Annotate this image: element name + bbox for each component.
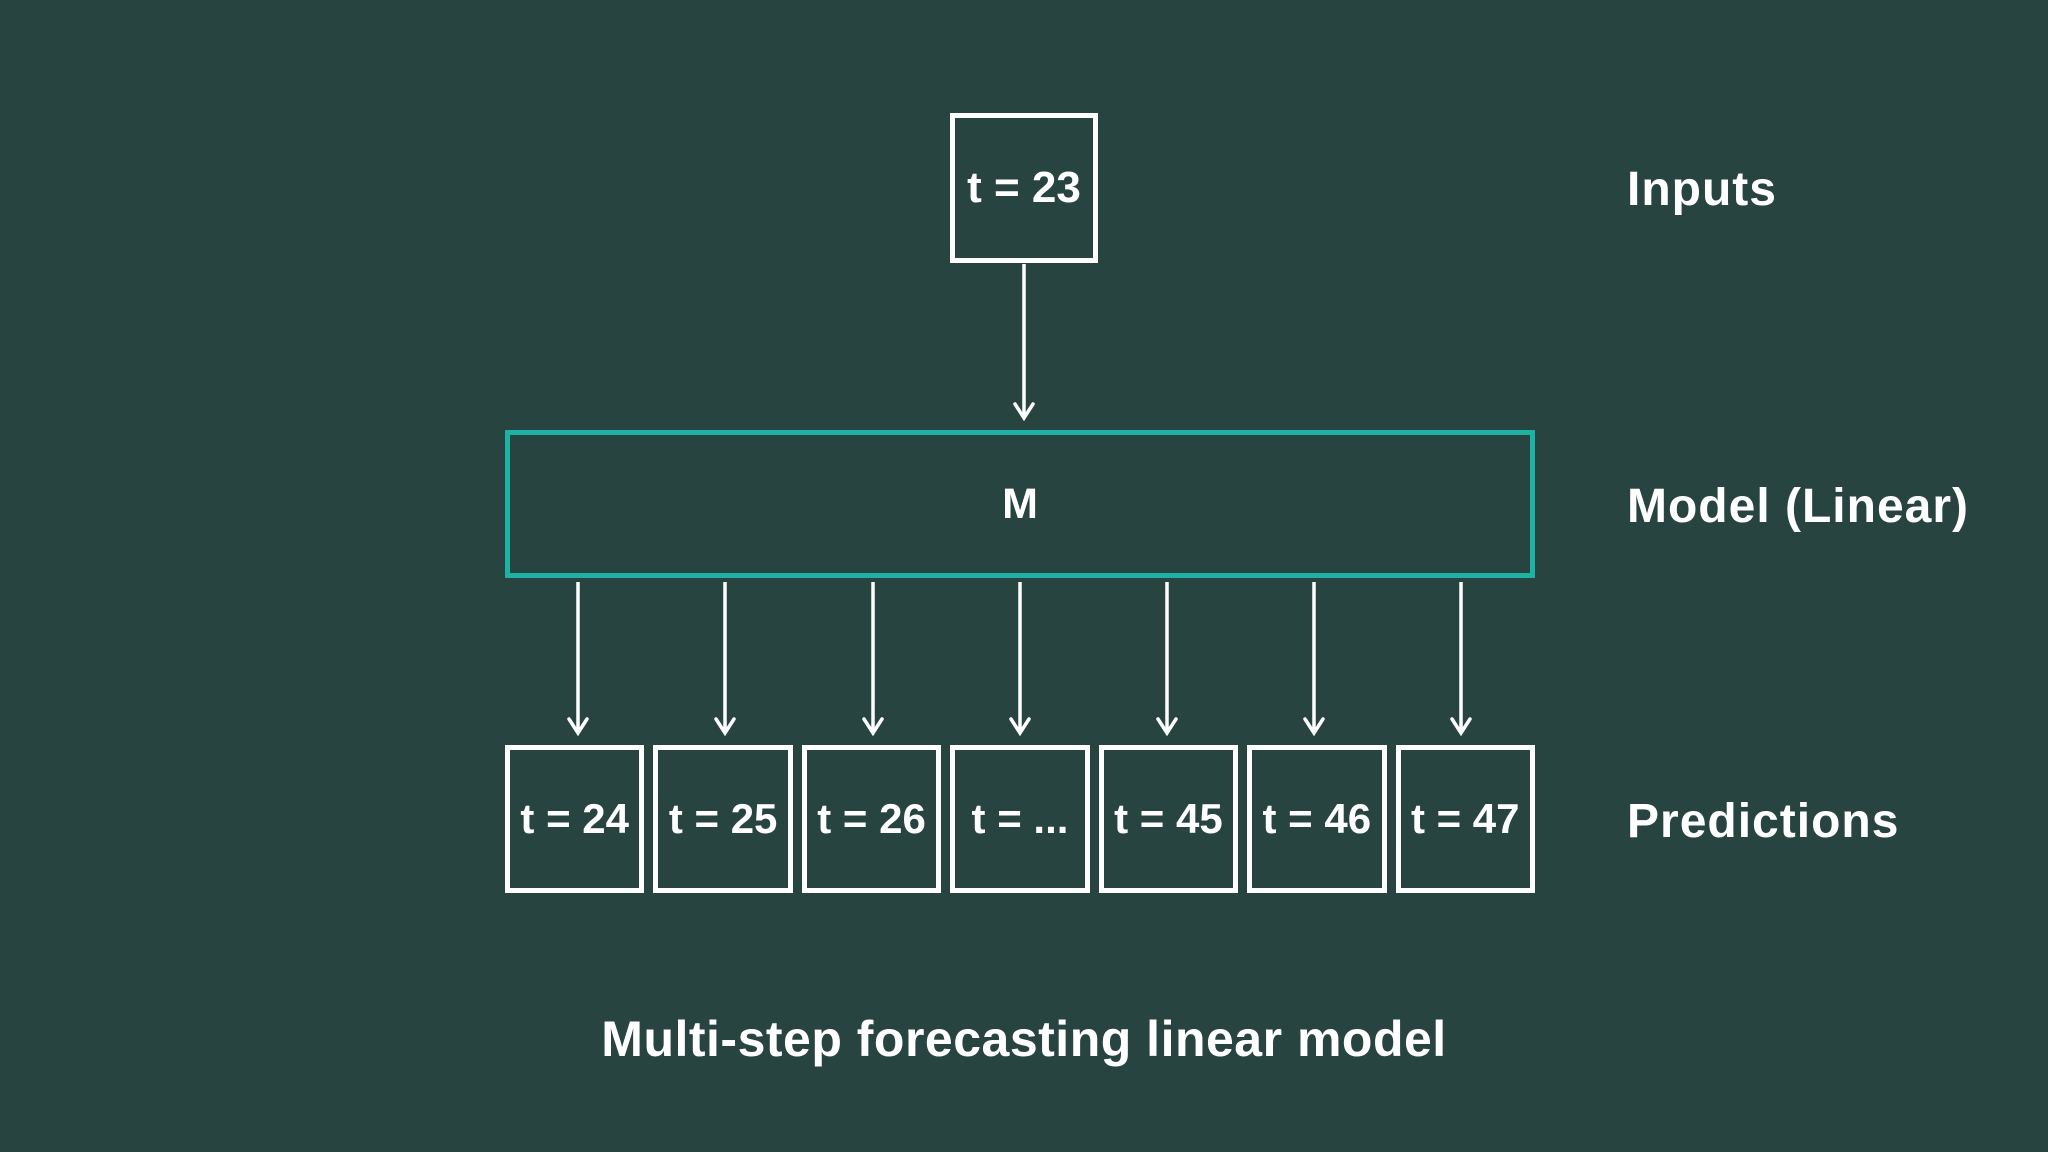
prediction-box-1: t = 24	[505, 745, 645, 893]
prediction-box-label: t = 25	[668, 795, 778, 842]
prediction-box-label: t = 45	[1114, 795, 1223, 842]
prediction-box-label: t = 26	[817, 795, 926, 842]
model-row-label: Model (Linear)	[1627, 480, 1970, 533]
prediction-box-ellipsis: t = ...	[950, 745, 1090, 893]
prediction-box-6: t = 46	[1247, 745, 1387, 893]
prediction-box-label: t = ...	[971, 795, 1069, 842]
prediction-box-2: t = 25	[653, 745, 793, 893]
prediction-box-5: t = 45	[1098, 745, 1239, 893]
predictions-row: t = 24 t = 25 t = 26 t = ... t = 45 t = …	[505, 745, 1535, 893]
prediction-box-label: t = 46	[1262, 795, 1372, 842]
prediction-box-7: t = 47	[1395, 745, 1535, 893]
inputs-row-label: Inputs	[1627, 163, 1777, 216]
model-box-label: M	[1002, 479, 1038, 528]
diagram-caption: Multi-step forecasting linear model	[601, 1011, 1447, 1067]
prediction-box-3: t = 26	[801, 745, 942, 893]
predictions-row-label: Predictions	[1627, 795, 1900, 848]
prediction-box-label: t = 47	[1410, 795, 1520, 842]
input-box: t = 23	[950, 113, 1098, 263]
input-box-label: t = 23	[967, 163, 1081, 212]
prediction-box-label: t = 24	[520, 795, 629, 842]
model-box: M	[505, 430, 1535, 578]
